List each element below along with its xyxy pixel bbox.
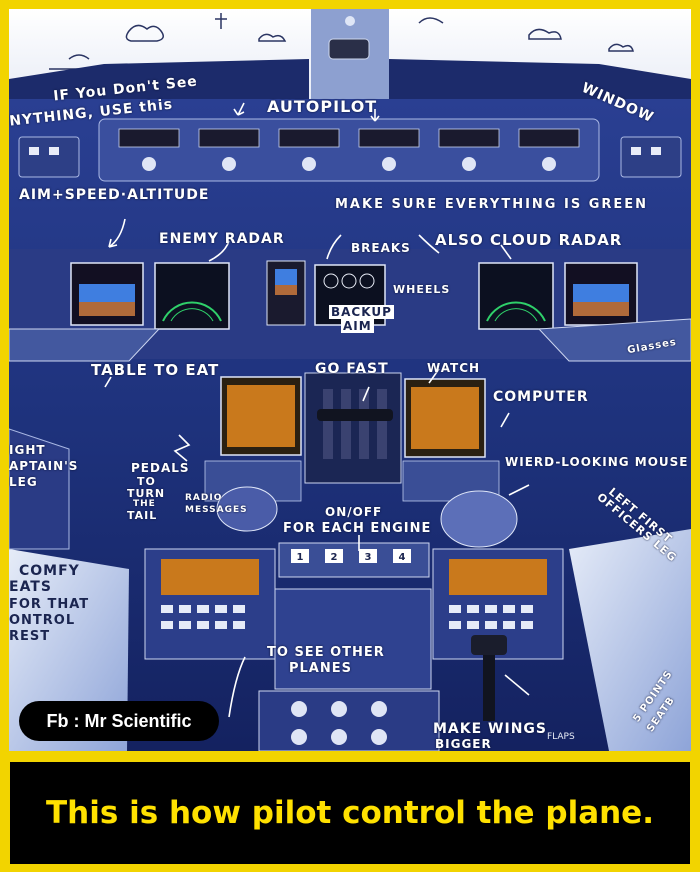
autopilot-knobs (142, 157, 556, 171)
thrust-levers (304, 372, 402, 484)
annotation-also-cloud-radar: ALSO CLOUD RADAR (435, 231, 623, 249)
cockpit-illustration: 1 2 3 4 FLAPS (9, 9, 691, 751)
engine-number-2: 2 (331, 552, 338, 563)
caption-bar: This is how pilot control the plane. (10, 762, 690, 864)
annotation-for-each-engine: FOR EACH ENGINE (283, 521, 432, 536)
annotation-pedals-line2: TO (137, 475, 156, 488)
autopilot-panel (98, 118, 600, 182)
watermark-badge: Fb : Mr Scientific (19, 701, 219, 741)
annotation-arrows (104, 102, 530, 718)
caption-text: This is how pilot control the plane. (46, 795, 654, 831)
autopilot-displays (118, 128, 580, 148)
annotation-to-see-other-planes-line1: TO SEE OTHER (267, 645, 385, 660)
standby-compass (328, 38, 370, 60)
annotation-pedals-line3: TURN (127, 487, 166, 500)
annotation-autopilot: AUTOPILOT (267, 97, 378, 116)
annotation-right-captains-leg-line2: APTAIN'S (9, 459, 79, 473)
annotation-computer: COMPUTER (493, 389, 589, 405)
left-seat (9, 549, 129, 751)
left-leg-panel (9, 428, 70, 550)
annotation-pedals-line4: THE (133, 499, 156, 509)
annotation-backup-aim-line1: BACKUP (329, 305, 394, 319)
annotation-go-fast: GO FAST (315, 361, 389, 377)
annotation-wheels: WHEELS (393, 283, 451, 296)
annotation-aim-speed-altitude: AIM+SPEED·ALTITUDE (19, 187, 210, 203)
left-table (9, 328, 161, 362)
cockpit-photo: 1 2 3 4 FLAPS (9, 9, 691, 751)
engine-switches (291, 549, 411, 563)
annotation-on-off: ON/OFF (325, 505, 383, 519)
annotation-breaks: BREAKS (351, 241, 411, 255)
primary-flight-display-right (564, 262, 638, 326)
navigation-display-left (154, 262, 230, 330)
annotation-right-captains-leg-line3: LEG (9, 475, 38, 489)
primary-flight-display-left (70, 262, 144, 326)
center-pedestal (274, 588, 432, 690)
lower-pedestal-knobs (291, 701, 387, 745)
standby-instruments (266, 260, 306, 326)
engine-number-1: 1 (297, 552, 304, 563)
annotation-comfy-seats-line3: FOR THAT (9, 597, 90, 612)
annotation-make-sure-green: MAKE SURE EVERYTHING IS GREEN (335, 197, 649, 212)
side-panels (18, 136, 682, 178)
flaps-lever (483, 641, 495, 721)
engine-number-3: 3 (365, 552, 372, 563)
cloud-sketches (49, 13, 634, 70)
fmc-keys (161, 605, 533, 629)
navigation-display-right (478, 262, 554, 330)
right-table (537, 318, 691, 362)
left-sidestick-knob (216, 486, 278, 532)
annotation-watch: WATCH (427, 361, 481, 375)
annotation-comfy-seats-line2: EATS (9, 579, 52, 595)
flaps-label: FLAPS (547, 732, 575, 742)
annotation-comfy-seats-line1: COMFY (19, 563, 80, 579)
annotation-enemy-radar: ENEMY RADAR (159, 231, 285, 247)
annotation-comfy-seats-line4: ONTROL (9, 613, 76, 628)
annotation-make-wings-bigger-line2: BIGGER (435, 737, 492, 751)
annotation-weird-looking-mouse: WIERD-LOOKING MOUSE (505, 455, 689, 469)
annotation-table-to-eat: TABLE TO EAT (91, 361, 220, 379)
annotation-pedals-line1: PEDALS (131, 461, 190, 475)
annotation-radio-messages-line2: MESSAGES (185, 505, 248, 515)
right-seat (569, 529, 691, 751)
sidestick-mouse (440, 490, 518, 548)
annotation-backup-aim-line2: AIM (341, 319, 374, 333)
annotation-pedals-line5: TAIL (127, 509, 158, 522)
annotation-comfy-seats-line5: REST (9, 629, 51, 644)
center-displays (220, 376, 486, 458)
annotation-to-see-other-planes-line2: PLANES (289, 661, 352, 676)
annotation-make-wings-bigger-line1: MAKE WINGS (433, 721, 547, 737)
flaps-handle (471, 635, 507, 655)
annotation-right-captains-leg-line1: IGHT (9, 443, 46, 457)
engine-number-4: 4 (399, 552, 406, 563)
annotation-radio-messages-line1: RADIO (185, 493, 223, 503)
compass-dot (345, 16, 355, 26)
lower-pedestal (258, 690, 440, 751)
